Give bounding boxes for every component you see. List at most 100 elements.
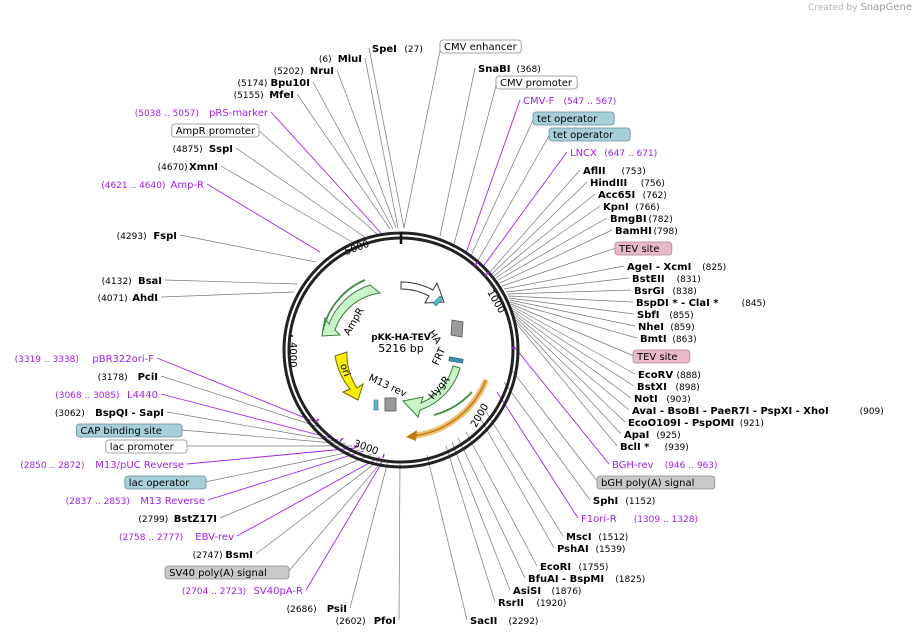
enzyme-position: (5174) [237,79,267,89]
enzyme-name: SacII [470,616,497,627]
primer-name: M13/pUC Reverse [95,460,184,471]
primer-f1ori-r: F1ori-R(1309 .. 1328) [581,514,698,525]
primer-cmv-f: CMV-F(547 .. 567) [523,96,616,107]
enzyme-position: (921) [740,419,764,429]
enzyme-position: (845) [742,299,766,309]
primer-sv40pa-r: SV40pA-R(2704 .. 2723) [182,586,303,597]
enzyme-name: BstEII [632,274,665,285]
primer-name: M13 Reverse [140,496,205,507]
feature-box-tev-site: TEV site [614,241,673,256]
primer-position: (2758 .. 2777) [119,533,183,543]
plasmid-name: pKK-HA-TEV [371,333,431,343]
enzyme-site-sphi: SphI(1152) [593,496,655,507]
enzyme-position: (4071) [98,294,128,304]
enzyme-site-spei: SpeI(27) [372,44,423,55]
enzyme-name: MluI [338,54,362,65]
enzyme-site-ecoo109i-pspomi: EcoO109I - PspOMI (921) [628,418,764,429]
feature-box-label: tet operator [553,130,614,141]
enzyme-name: NotI [634,394,658,405]
enzyme-site-bmgbi: BmgBI(782) [610,214,673,225]
enzyme-name: BspDI * - ClaI * [636,298,719,309]
feature-box-lac-operator: lac operator [124,475,207,490]
enzyme-site-asisi: AsiSI(1876) [513,586,581,597]
enzyme-site-mlui: MluI(6) [319,54,362,65]
enzyme-name: BsmI [225,550,253,561]
orange-arrowhead [406,430,417,441]
ha-block [450,319,464,338]
enzyme-site-rsrii: RsrII(1920) [498,598,566,609]
enzyme-name: MfeI [269,90,294,101]
enzyme-name: BsrGI [634,286,664,297]
enzyme-name: BmtI [640,334,667,345]
enzyme-name: SnaBI [478,64,510,75]
enzyme-position: (2799) [138,515,168,525]
enzyme-site-pshai: PshAI(1539) [557,544,625,555]
enzyme-site-bpu10i: Bpu10I(5174) [237,78,310,89]
feature-box-label: lac promoter [110,442,175,453]
feature-box-label: TEV site [618,244,660,255]
enzyme-site-bsai: BsaI(4132) [102,276,162,287]
enzyme-name: AgeI - XcmI [627,262,691,273]
enzyme-position: (2602) [336,617,366,627]
enzyme-name: BmgBI [610,214,647,225]
ampr-arrow [321,284,382,337]
feature-box-label: CAP binding site [80,426,162,437]
enzyme-position: (27) [404,45,422,55]
enzyme-site-xmni: XmnI(4670) [158,162,218,173]
primer-name: Amp-R [171,180,205,191]
snapgene-watermark: Created by SnapGene [808,2,912,13]
feature-box-label: bGH poly(A) signal [601,478,694,489]
enzyme-site-ecori: EcoRI(1755) [540,562,608,573]
enzyme-site-noti: NotI(903) [634,394,691,405]
primer-lncx: LNCX(647 .. 671) [570,148,657,159]
enzyme-position: (5202) [274,67,304,77]
enzyme-name: SbfI [637,310,659,321]
enzyme-name: MscI [566,532,592,543]
feature-box-cap-binding-site: CAP binding site [76,423,183,438]
tick-3000: 3000 [352,438,380,457]
primer-position: (946 .. 963) [665,461,718,471]
enzyme-name: EcoRI [540,562,571,573]
enzyme-site-bsmi: BsmI(2747) [193,550,253,561]
primer-bgh-rev: BGH-rev(946 .. 963) [612,460,718,471]
feature-box-lac-promoter: lac promoter [105,439,188,454]
enzyme-position: (1876) [552,587,582,597]
enzyme-position: (898) [676,383,700,393]
primer-position: (2837 .. 2853) [66,497,130,507]
enzyme-position: (5155) [234,91,264,101]
feature-box-label: CMV enhancer [444,42,518,53]
enzyme-position: (1920) [537,599,567,609]
enzyme-position: (782) [649,215,673,225]
enzyme-site-apai: ApaI(925) [624,430,681,441]
enzyme-site-nhei: NheI(859) [638,322,695,333]
enzyme-name: EcoO109I - PspOMI [628,418,734,429]
enzyme-position: (753) [622,167,646,177]
enzyme-site-acc65i: Acc65I(762) [598,190,667,201]
m13-rev-block [384,397,397,412]
enzyme-name: FspI [153,231,177,242]
enzyme-site-bstz17i: BstZ17I(2799) [138,514,217,525]
feature-arrows [321,279,489,441]
enzyme-position: (888) [677,371,701,381]
primer-position: (5038 .. 5057) [135,109,199,119]
enzyme-position: (4875) [173,145,203,155]
enzyme-position: (1152) [625,497,655,507]
primer-amp-r: Amp-R(4621 .. 4640) [101,180,204,191]
enzyme-site-aflii: AflII(753) [583,166,646,177]
enzyme-site-bmti: BmtI(863) [640,334,697,345]
enzyme-position: (762) [643,191,667,201]
primer-position: (2704 .. 2723) [182,587,246,597]
enzyme-site-hindiii: HindIII(756) [590,178,665,189]
feature-box-cmv-enhancer: CMV enhancer [439,39,522,54]
primer-position: (3068 .. 3085) [55,391,119,401]
feature-box-label: lac operator [129,478,190,489]
enzyme-site-sbfi: SbfI(855) [637,310,694,321]
enzyme-site-bcli: BclI *(939) [620,442,689,453]
feature-box-tet-operator: tet operator [548,127,631,142]
primer-position: (547 .. 567) [564,97,617,107]
feature-box-tev-site: TEV site [632,349,691,364]
enzyme-site-fspi: FspI(4293) [117,231,177,242]
hygr-arrow [402,365,461,418]
primer-name: EBV-rev [195,532,234,543]
